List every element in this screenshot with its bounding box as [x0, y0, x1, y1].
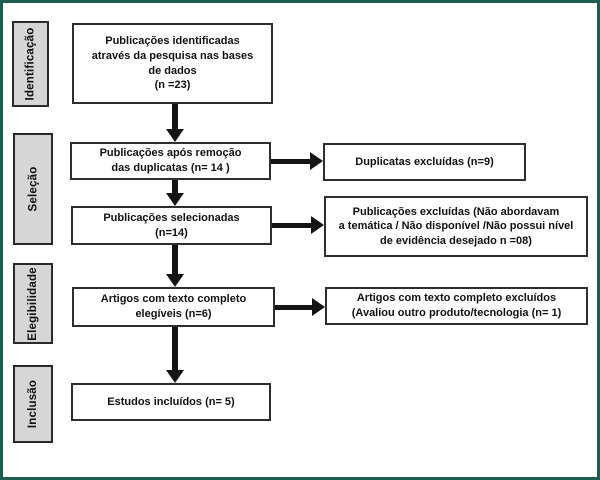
stage-selecao-label: Seleção — [27, 166, 39, 212]
arrow-right-to-duplicates-excluded — [271, 152, 323, 170]
arrow-down-icon — [166, 129, 184, 142]
box-duplicates-excluded: Duplicatas excluídas (n=9) — [323, 143, 526, 181]
stage-elegibilidade: Elegibilidade — [13, 263, 53, 344]
arrow-down-eligible-to-included — [166, 327, 184, 383]
stage-inclusao: Inclusão — [13, 365, 53, 443]
stage-inclusao-label: Inclusão — [27, 379, 40, 429]
arrow-stem — [275, 304, 312, 310]
stage-selecao: Seleção — [13, 133, 53, 245]
stage-elegibilidade-label: Elegibilidade — [27, 266, 40, 341]
box-publications-selected: Publicações selecionadas (n=14) — [71, 206, 272, 245]
stage-identificacao: Identificação — [12, 21, 49, 107]
arrow-stem — [271, 158, 310, 164]
arrow-right-icon — [311, 216, 324, 234]
box-after-duplicates-removed: Publicações após remoção das duplicatas … — [70, 142, 271, 180]
arrow-down-deduplicated-to-selected — [166, 180, 184, 206]
arrow-down-icon — [166, 193, 184, 206]
box-publications-excluded: Publicações excluídas (Não abordavam a t… — [324, 196, 588, 257]
box-fulltext-eligible: Artigos com texto completo elegíveis (n=… — [72, 287, 275, 327]
box-studies-included: Estudos incluídos (n= 5) — [71, 383, 271, 421]
box-duplicates-excluded-text: Duplicatas excluídas (n=9) — [355, 155, 494, 168]
stage-identificacao-label: Identificação — [24, 27, 37, 101]
arrow-stem — [272, 222, 311, 228]
box-publications-identified: Publicações identificadas através da pes… — [72, 23, 273, 104]
arrow-right-icon — [310, 152, 323, 170]
arrow-right-to-publications-excluded — [272, 216, 324, 234]
arrow-stem — [172, 180, 178, 193]
box-publications-excluded-text: Publicações excluídas (Não abordavam a t… — [338, 205, 574, 247]
arrow-stem — [172, 245, 178, 274]
arrow-stem — [172, 104, 178, 129]
box-studies-included-text: Estudos incluídos (n= 5) — [107, 395, 235, 408]
arrow-stem — [172, 327, 178, 370]
box-publications-selected-text: Publicações selecionadas (n=14) — [103, 211, 240, 239]
box-fulltext-eligible-text: Artigos com texto completo elegíveis (n=… — [100, 293, 247, 320]
arrow-right-to-fulltext-excluded — [275, 298, 325, 316]
arrow-down-selected-to-eligible — [166, 245, 184, 287]
arrow-right-icon — [312, 298, 325, 316]
box-fulltext-excluded-text: Artigos com texto completo excluídos (Av… — [351, 292, 562, 319]
box-after-duplicates-removed-text: Publicações após remoção das duplicatas … — [99, 147, 242, 174]
box-fulltext-excluded: Artigos com texto completo excluídos (Av… — [325, 287, 588, 325]
arrow-down-identified-to-deduplicated — [166, 104, 184, 142]
arrow-down-icon — [166, 370, 184, 383]
box-publications-identified-text: Publicações identificadas através da pes… — [91, 35, 254, 92]
arrow-down-icon — [166, 274, 184, 287]
